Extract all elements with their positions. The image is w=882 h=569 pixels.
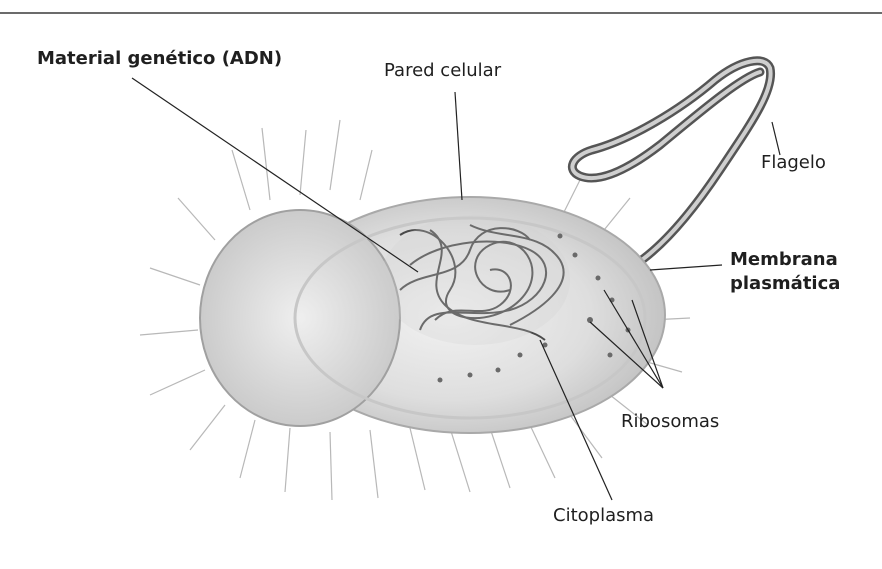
label-material-genetico: Material genético (ADN) — [37, 48, 282, 70]
label-flagelo: Flagelo — [761, 152, 826, 174]
label-pared-celular: Pared celular — [384, 60, 501, 82]
leader-flagelo — [772, 122, 780, 155]
label-citoplasma: Citoplasma — [553, 505, 654, 527]
label-membrana-plasmatica: Membrana plasmática — [730, 248, 840, 296]
leader-pared-celular — [455, 92, 462, 200]
label-ribosomas: Ribosomas — [621, 411, 719, 433]
label-membrana-line2: plasmática — [730, 272, 840, 296]
cell-left-lobe — [200, 210, 400, 426]
label-membrana-line1: Membrana — [730, 248, 840, 272]
leader-membrana — [650, 265, 722, 270]
